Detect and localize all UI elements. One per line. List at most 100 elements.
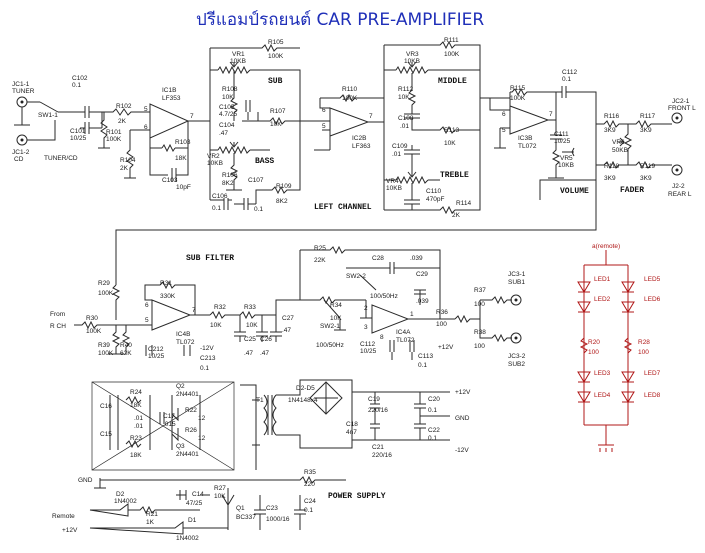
- led8-label: LED8: [644, 392, 661, 399]
- r115-label: R115: [510, 85, 525, 92]
- vr1-value: 10KB: [230, 58, 246, 65]
- rail-minus12-label: -12V: [455, 447, 469, 454]
- r104-label: R104: [120, 157, 136, 164]
- ic2b-pin5: 5: [322, 123, 326, 130]
- vr2-label: VR2: [207, 153, 220, 160]
- led6-label: LED6: [644, 296, 661, 303]
- r21-label: R21: [146, 511, 158, 518]
- c110-label: C110: [426, 188, 441, 195]
- sub2-label: SUB2: [508, 361, 525, 368]
- r113-value: 10K: [444, 140, 456, 147]
- c29-value: .039: [416, 298, 429, 305]
- c101-label: C101: [70, 128, 86, 135]
- c112b-label: C112: [360, 341, 375, 348]
- r106-value: 8K2: [222, 180, 234, 187]
- c102-value: 0.1: [72, 82, 81, 89]
- r109-label: R109: [276, 183, 292, 190]
- jc2-2-label: J2-2: [672, 183, 685, 190]
- d2d5-value: 1N4148x4: [288, 397, 318, 404]
- vr3-label: VR3: [406, 51, 419, 58]
- ic2b-pin6: 6: [322, 107, 326, 114]
- d2d5-label: D2-D5: [296, 385, 315, 392]
- ic3b-value: TL072: [518, 143, 537, 150]
- c105-label: C105: [219, 104, 235, 111]
- c20-label: C20: [428, 396, 440, 403]
- c28-label: C28: [372, 255, 384, 262]
- r104-symbol: [124, 130, 136, 179]
- power-supply-label: POWER SUPPLY: [328, 492, 386, 501]
- r112-value: 10K: [398, 94, 410, 101]
- r37-label: R37: [474, 287, 486, 294]
- r112-label: R112: [398, 86, 413, 93]
- ic3b-pin6: 6: [502, 111, 506, 118]
- r28-label: R28: [638, 339, 650, 346]
- c212-label: C212: [148, 346, 164, 353]
- c102-symbol: [84, 106, 102, 118]
- c27-value: .47: [282, 327, 291, 334]
- r20-value: 100: [588, 349, 599, 356]
- led1-label: LED1: [594, 276, 611, 283]
- r118-label: R118: [604, 163, 619, 170]
- c109-value: .01: [392, 151, 401, 158]
- jc1-2-label: JC1-2: [12, 149, 30, 156]
- ic1b-pin7: 7: [190, 113, 194, 120]
- c19-label: C19: [368, 396, 380, 403]
- ic4a-value: TL072: [396, 337, 415, 344]
- r110-label: R110: [342, 86, 357, 93]
- vr4-value: 10KB: [386, 185, 402, 192]
- rch-label: R CH: [50, 323, 66, 330]
- ic3b-label: IC3B: [518, 135, 532, 142]
- q2-value: 2N4401: [176, 391, 199, 398]
- d2-value: 1N4002: [114, 498, 137, 505]
- c25-label: C25: [244, 336, 256, 343]
- led7-label: LED7: [644, 370, 661, 377]
- r35b-value: 220: [304, 481, 315, 488]
- sub1-label: SUB1: [508, 279, 525, 286]
- c106-value: 0.1: [212, 205, 221, 212]
- q1-value: BC337: [236, 514, 256, 521]
- r35b-label: R35: [304, 469, 316, 476]
- r110-value: 100K: [342, 95, 358, 102]
- r117-value: 3K9: [640, 127, 652, 134]
- r24-value: 18K: [130, 402, 142, 409]
- c23-label: C23: [266, 505, 278, 512]
- r22-label: R22: [185, 407, 197, 414]
- c112b-value: 10/25: [360, 348, 377, 355]
- vr4-symbol: [384, 175, 440, 185]
- ic1b-opamp: [149, 103, 190, 139]
- led2-label: LED2: [594, 296, 611, 303]
- c23-value: 1000/16: [266, 516, 290, 523]
- sw21-value: 100/50Hz: [316, 342, 344, 349]
- r25-value: 22K: [314, 257, 326, 264]
- r33-value: 10K: [246, 322, 258, 329]
- sw22-value: 100/50Hz: [370, 293, 398, 300]
- r30-value: 100K: [86, 328, 102, 335]
- bass-section-label: BASS: [255, 157, 274, 166]
- led5-label: LED5: [644, 276, 661, 283]
- vr4-label: VR4: [386, 178, 399, 185]
- ic3b-pin5: 5: [502, 127, 506, 134]
- r25-label: R25: [314, 245, 326, 252]
- r40-value: 62K: [120, 350, 132, 357]
- remote-input-label: Remote: [52, 513, 75, 520]
- vr1-label: VR1: [232, 51, 245, 58]
- c26-value: .47: [260, 350, 269, 357]
- c111-label: C111: [554, 131, 569, 138]
- vr2-value: 10KB: [207, 160, 223, 167]
- r116-label: R116: [604, 113, 619, 120]
- plus12-input-label: +12V: [62, 527, 78, 534]
- r115-value: 100K: [510, 95, 526, 102]
- r104-value: 2K: [120, 165, 129, 172]
- c111-value: 10/25: [554, 138, 571, 145]
- d1-label: D1: [188, 517, 197, 524]
- vr2-symbol: [210, 145, 270, 155]
- c16-value: .01: [134, 415, 143, 422]
- ic4a-pin3: 3: [364, 324, 368, 331]
- r27-label: R27: [214, 485, 226, 492]
- c22-label: C22: [428, 427, 440, 434]
- c14-value: 47/25: [186, 500, 203, 507]
- from-label: From: [50, 311, 65, 318]
- c18-label: C18: [346, 421, 358, 428]
- r36-value: 100: [436, 321, 447, 328]
- middle-section-label: MIDDLE: [438, 77, 467, 86]
